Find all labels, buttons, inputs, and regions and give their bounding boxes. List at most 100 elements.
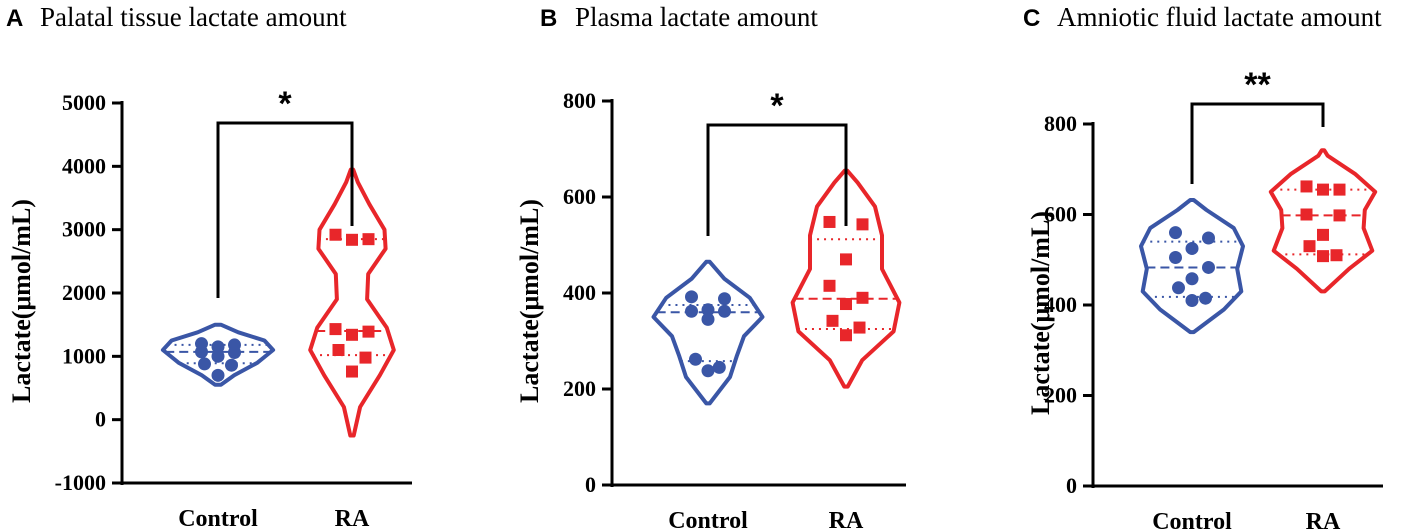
data-point [685, 304, 698, 318]
chart-panel-c: C Amniotic fluid lactate amount 0 200 400 600… [1023, 2, 1383, 530]
panel-letter: B [540, 5, 557, 32]
data-point [1333, 183, 1346, 196]
data-point [346, 365, 358, 378]
violin-outline [651, 259, 765, 406]
data-point [718, 292, 731, 306]
x-category-label: Control [1152, 509, 1232, 530]
violin-control [1139, 198, 1245, 335]
y-axis-label: Lactate(μmol/mL) [1026, 211, 1055, 415]
data-point [329, 323, 342, 336]
data-point [228, 346, 241, 360]
chart-title: Palatal tissue lactate amount [40, 2, 347, 32]
violin-ra [308, 167, 396, 438]
data-point [1185, 241, 1199, 255]
data-point [840, 298, 852, 311]
y-tick-label: 0 [95, 407, 106, 432]
x-category-label: Control [178, 506, 258, 530]
data-point [856, 218, 869, 231]
y-tick-label: -1000 [55, 470, 106, 495]
y-tick-label: 200 [563, 376, 596, 401]
data-point [712, 360, 726, 374]
significance-marker: * [278, 85, 292, 123]
y-axis-label: Lactate(μmol/mL) [515, 199, 544, 403]
y-tick-label: 200 [1044, 383, 1077, 408]
violin-outline [160, 322, 276, 387]
data-point [1169, 226, 1182, 240]
y-axis-label: Lactate(μmol/mL) [7, 199, 36, 403]
panel-letter: C [1023, 5, 1040, 32]
data-point [225, 358, 238, 372]
y-tick-label: 600 [1044, 202, 1077, 227]
x-category-label: RA [335, 506, 370, 530]
data-point [840, 329, 852, 342]
data-point [362, 325, 375, 338]
chart-title: Plasma lactate amount [575, 2, 818, 32]
chart-panel-b: B Plasma lactate amount 0 200 400 600 800Lacta… [515, 2, 906, 530]
data-point [1185, 293, 1199, 307]
panel-letter: A [6, 5, 23, 32]
data-point [718, 304, 731, 318]
y-tick-label: 3000 [62, 217, 106, 242]
data-point [823, 279, 836, 292]
data-point [840, 253, 852, 266]
y-tick-label: 1000 [62, 343, 106, 368]
data-point [198, 357, 211, 371]
data-point [1333, 209, 1346, 222]
violin-control [160, 322, 276, 387]
chart-title: Amniotic fluid lactate amount [1057, 2, 1382, 32]
significance-marker: ** [1244, 66, 1271, 104]
data-point [329, 228, 342, 241]
data-point [685, 290, 698, 304]
data-point [701, 312, 715, 326]
y-tick-label: 800 [1044, 111, 1077, 136]
significance-bracket [706, 123, 848, 236]
data-point [1185, 272, 1199, 286]
x-category-label: RA [829, 508, 864, 530]
data-point [211, 340, 225, 354]
data-point [689, 352, 703, 366]
y-tick-label: 0 [1066, 473, 1077, 498]
violin-outline [1139, 198, 1245, 335]
y-tick-label: 0 [585, 472, 596, 497]
data-point [1330, 249, 1343, 262]
data-point [701, 364, 715, 378]
y-tick-label: 4000 [62, 153, 106, 178]
chart-panel-a: A Palatal tissue lactate amount -1000 0 1000… [6, 2, 412, 530]
y-tick-label: 800 [563, 88, 596, 113]
data-point [1202, 260, 1215, 274]
data-point [1202, 231, 1215, 245]
data-point [346, 233, 358, 246]
data-point [1303, 240, 1316, 253]
data-point [1317, 183, 1329, 196]
data-point [853, 321, 866, 334]
y-tick-label: 600 [563, 184, 596, 209]
y-tick-label: 5000 [62, 90, 106, 115]
y-tick-label: 400 [563, 280, 596, 305]
violin-control [651, 259, 765, 406]
significance-bracket [1190, 102, 1325, 184]
data-point [1199, 291, 1212, 305]
data-point [359, 351, 372, 364]
violin-outline [1268, 148, 1378, 294]
data-point [856, 291, 869, 304]
data-point [346, 328, 358, 341]
data-point [195, 345, 208, 359]
x-category-label: RA [1306, 509, 1341, 530]
data-point [823, 215, 836, 228]
data-point [332, 344, 345, 356]
data-point [826, 314, 839, 327]
y-tick-label: 400 [1044, 292, 1077, 317]
significance-bracket [216, 121, 354, 298]
data-point [1300, 180, 1313, 193]
data-point [1300, 208, 1313, 221]
y-tick-label: 2000 [62, 280, 106, 305]
x-category-label: Control [668, 508, 748, 530]
data-point [701, 303, 715, 317]
data-point [1317, 228, 1329, 241]
data-point [1169, 250, 1182, 264]
data-point [362, 233, 375, 246]
data-point [211, 349, 225, 363]
data-point [211, 368, 225, 382]
violin-ra [1268, 148, 1378, 294]
